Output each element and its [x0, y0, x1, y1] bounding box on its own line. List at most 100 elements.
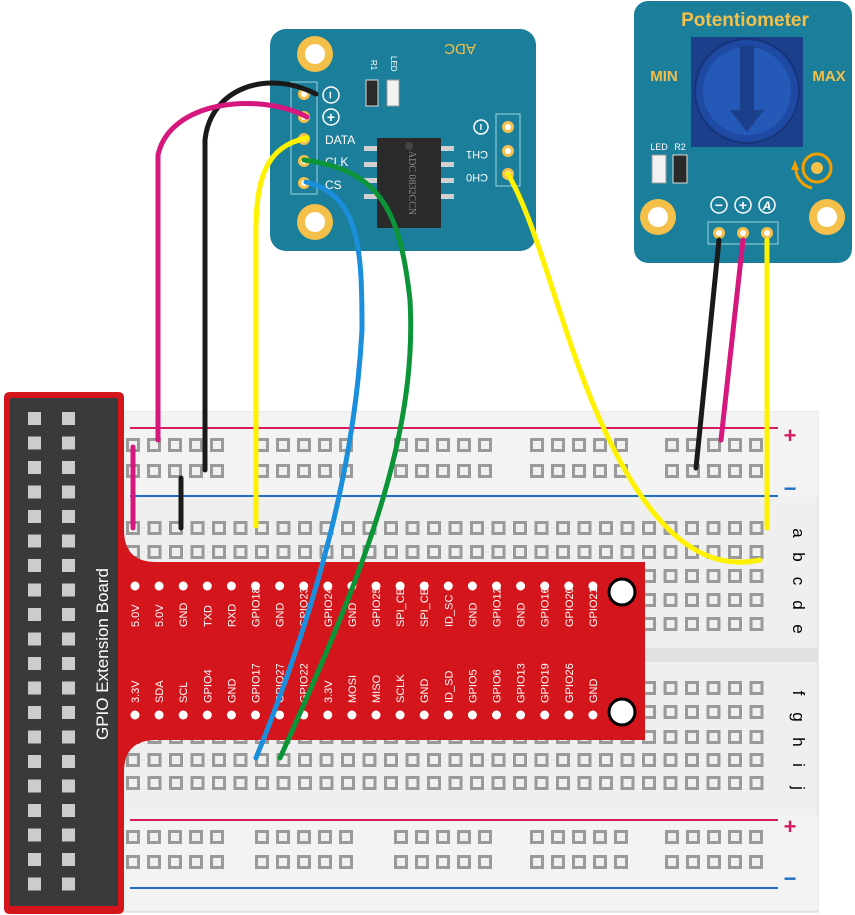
- ribbon-pin: [62, 510, 75, 523]
- ribbon-pin: [28, 706, 41, 719]
- gpio-top-label: SPI_CE1: [419, 582, 431, 627]
- gpio-pin: [443, 710, 453, 720]
- gpio-pin: [130, 581, 140, 591]
- gpio-bottom-label: MOSI: [347, 675, 359, 703]
- gpio-pin: [492, 710, 501, 720]
- row-letter: j: [789, 785, 808, 790]
- ribbon-header-pins: [28, 412, 75, 891]
- pot-knob[interactable]: [691, 37, 803, 147]
- pot-title: Potentiometer: [681, 10, 809, 31]
- ribbon-pin: [28, 436, 41, 450]
- pot-header-pins: [713, 227, 773, 239]
- gpio-bottom-label: GND: [419, 679, 431, 704]
- gpio-bottom-label: GPIO17: [251, 663, 263, 703]
- gpio-top-label: GND: [347, 603, 359, 628]
- ribbon-pin: [28, 828, 41, 842]
- gpio-pin: [516, 581, 526, 591]
- ribbon-pin: [28, 657, 41, 670]
- ribbon-pin: [62, 681, 75, 695]
- pot-max-label: MAX: [812, 68, 845, 85]
- gpio-pin: [564, 581, 574, 591]
- gpio-pin: [251, 710, 260, 720]
- adc-mount-holes: [297, 36, 333, 240]
- ribbon-pin: [28, 583, 41, 597]
- ribbon-pin: [62, 534, 75, 548]
- gpio-top-label: GPIO21: [588, 587, 600, 627]
- gpio-pin: [588, 581, 598, 591]
- gpio-pin: [251, 581, 260, 591]
- gpio-pin: [419, 710, 429, 720]
- bottom-rail-plus-label: +: [784, 814, 797, 839]
- gpio-pin: [467, 581, 477, 591]
- gpio-ribbon-header: [10, 398, 118, 906]
- gpio-pin: [347, 710, 357, 720]
- adc-pin-data-label: DATA: [325, 133, 355, 147]
- gpio-pin: [371, 581, 381, 591]
- adc-module: ADC R1 LED ADC 0832CCN − + DATA CLK CS: [270, 29, 536, 251]
- gpio-bottom-label: SCL: [178, 682, 190, 703]
- ribbon-pin: [28, 730, 41, 744]
- adc-chip-label: ADC 0832CCN: [406, 151, 417, 215]
- row-letter: i: [789, 763, 808, 767]
- adc-vcc-wire[interactable]: [155, 101, 310, 443]
- gpio-bottom-label: GPIO6: [492, 669, 504, 703]
- pot-gnd-symbol: −: [715, 197, 723, 213]
- adc-r1-label: R1: [369, 60, 378, 71]
- row-letter: a: [789, 528, 808, 538]
- adc-title: ADC: [444, 40, 476, 57]
- gpio-top-label: GND: [516, 603, 528, 628]
- pot-mount-holes: [640, 199, 845, 235]
- ribbon-pin: [62, 755, 75, 768]
- gpio-mount-hole-bottom: [607, 697, 637, 727]
- rotate-arrow-icon: [791, 152, 833, 190]
- gpio-top-label: GND: [467, 603, 479, 628]
- gpio-pin: [226, 581, 236, 591]
- ribbon-pin: [62, 877, 75, 891]
- ribbon-pin: [62, 657, 75, 670]
- pot-vcc-wire[interactable]: [718, 237, 746, 443]
- gpio-pin: [564, 710, 574, 720]
- adc-ch0-wire[interactable]: [505, 171, 763, 565]
- pot-signal-symbol: A: [762, 199, 772, 213]
- row-letter: f: [789, 691, 808, 696]
- ribbon-pin: [28, 485, 41, 499]
- adc-gnd-wire[interactable]: [202, 80, 319, 473]
- ribbon-pin: [28, 534, 41, 548]
- gpio-pin: [178, 710, 188, 720]
- gpio-pin: [467, 710, 477, 720]
- ribbon-pin: [28, 632, 41, 646]
- pot-r2-resistor: [672, 154, 688, 184]
- pot-vcc-symbol: +: [739, 197, 747, 213]
- pot-gnd-wire[interactable]: [693, 237, 722, 471]
- gpio-bottom-label: GND: [588, 679, 600, 704]
- gpio-pin: [419, 581, 429, 591]
- ribbon-pin: [28, 681, 41, 695]
- gpio-pin: [540, 710, 550, 720]
- ribbon-pin: [28, 804, 41, 817]
- pot-led: [651, 154, 667, 184]
- ribbon-pin: [62, 485, 75, 499]
- adc-clk-wire[interactable]: [277, 157, 414, 761]
- gpio-top-label: GND: [178, 603, 190, 628]
- ribbon-pin: [28, 412, 41, 425]
- gpio-pin: [443, 581, 453, 591]
- gpio-top-label: TXD: [202, 605, 214, 627]
- adc-data-wire[interactable]: [253, 135, 310, 529]
- gpio-bottom-label: GPIO13: [516, 663, 528, 703]
- ribbon-pin: [62, 436, 75, 450]
- gpio-top-label: GPIO20: [564, 587, 576, 627]
- adc-cs-wire[interactable]: [253, 179, 365, 761]
- ribbon-pin: [62, 828, 75, 842]
- ribbon-pin: [62, 559, 75, 572]
- gpio-bottom-label: GND: [226, 679, 238, 704]
- adc-vcc-symbol: +: [327, 109, 335, 125]
- gpio-pin: [226, 710, 236, 720]
- ribbon-pin: [28, 853, 41, 866]
- adc-gnd-symbol: −: [323, 91, 338, 99]
- gpio-mount-hole-top: [607, 577, 637, 607]
- ribbon-pin: [62, 412, 75, 425]
- gpio-top-label: GPIO12: [492, 587, 504, 627]
- pot-min-label: MIN: [650, 68, 678, 85]
